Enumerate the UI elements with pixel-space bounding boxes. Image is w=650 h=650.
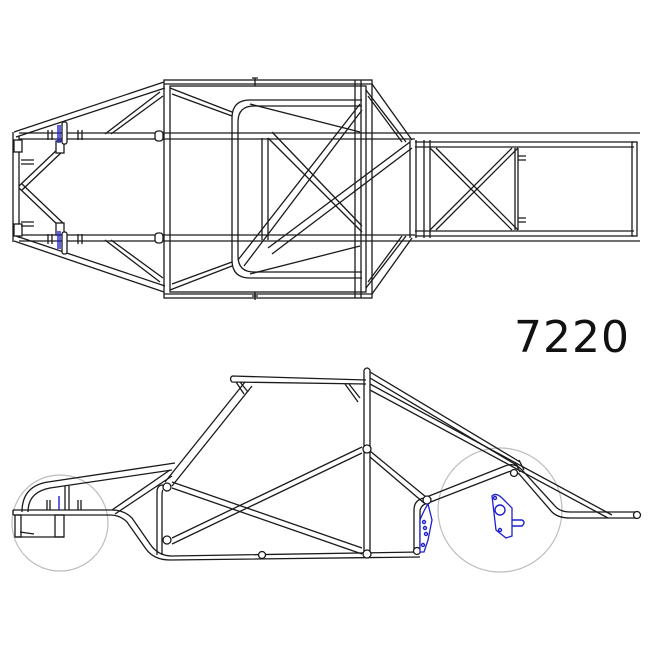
rear-suspension-brackets <box>419 493 525 553</box>
rear-extension <box>415 141 638 237</box>
front-nose-section <box>12 81 640 293</box>
top-view <box>12 77 640 300</box>
front-wheel-outline <box>11 474 109 572</box>
rear-transition <box>365 83 431 295</box>
side-frame <box>12 367 642 561</box>
main-cage <box>163 77 413 300</box>
front-suspension-mounts <box>57 125 61 249</box>
side-view <box>11 367 642 573</box>
rear-wheel-outline <box>437 447 563 573</box>
part-number-label: 7220 <box>514 312 630 363</box>
